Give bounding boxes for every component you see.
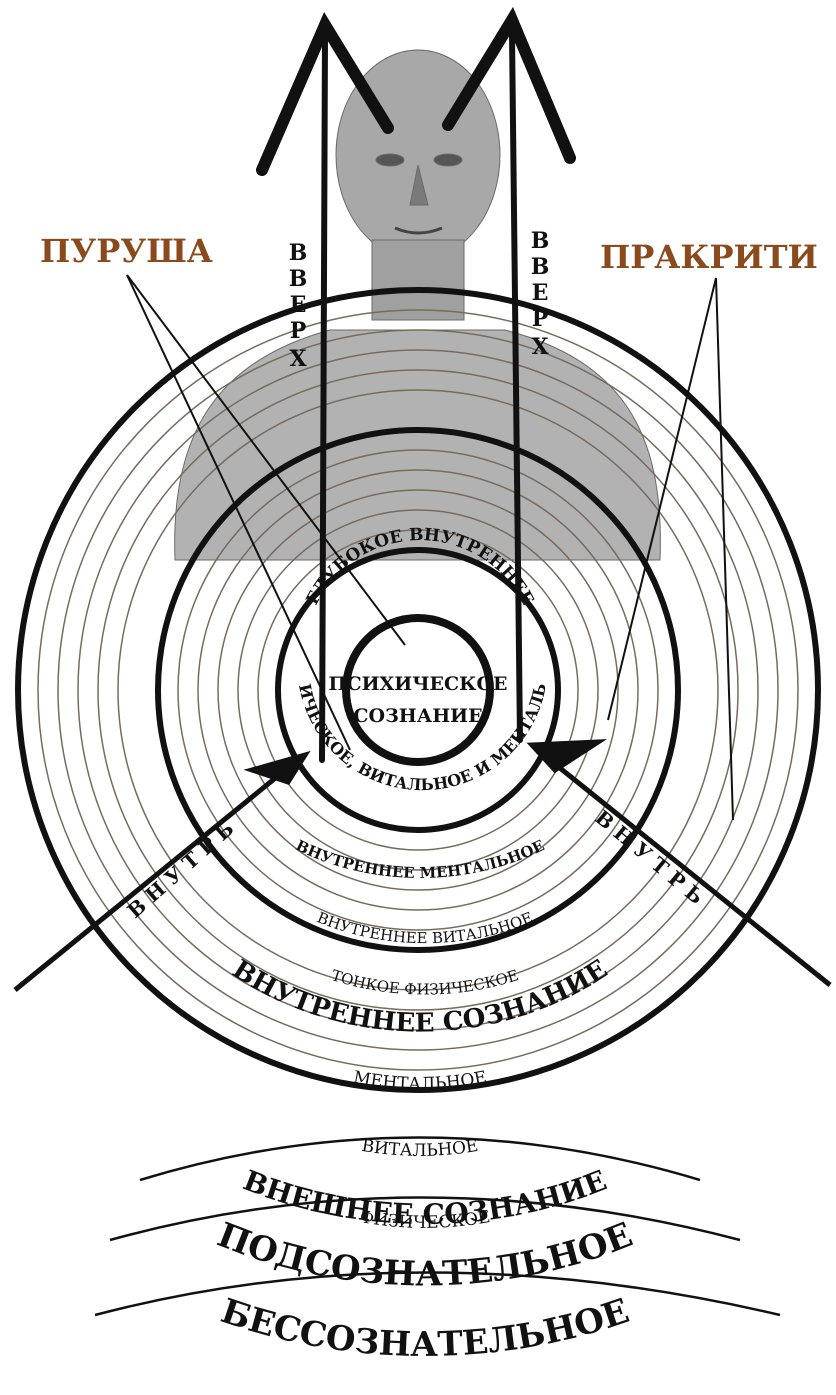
inner-mental-text: ВНУТРЕННЕЕ МЕНТАЛЬНОЕ [293, 836, 547, 882]
purusha-label: ПУРУША [40, 232, 213, 270]
inward-left-label: В Н У Т Р Ь [122, 817, 238, 923]
vital-text: ВИТАЛЬНОЕ [360, 1136, 479, 1161]
prakriti-label: ПРАКРИТИ [600, 238, 818, 276]
up-letter: В [289, 240, 308, 266]
up-label-left: В В Е Р Х [289, 240, 308, 372]
up-letter: Р [290, 318, 307, 344]
subtle-physical-label: ТОНКОЕ ФИЗИЧЕСКОЕ [329, 966, 520, 998]
up-letter: Х [531, 334, 549, 360]
up-letter: Е [290, 292, 307, 318]
mental-label: МЕНТАЛЬНОЕ [352, 1067, 489, 1094]
vital-label: ВИТАЛЬНОЕ [360, 1136, 479, 1161]
psychic-label-line1: ПСИХИЧЕСКОЕ [329, 673, 508, 695]
inner-mental-label: ВНУТРЕННЕЕ МЕНТАЛЬНОЕ [293, 836, 547, 882]
psychic-label-line2: СОЗНАНИЕ [353, 705, 482, 727]
unconscious-label: БЕССОЗНАТЕЛЬНОЕ [216, 1291, 634, 1365]
subtle-physical-text: ТОНКОЕ ФИЗИЧЕСКОЕ [329, 966, 520, 998]
up-letter: В [531, 228, 550, 254]
up-letter: Е [532, 280, 549, 306]
human-figure-icon [175, 50, 661, 560]
mental-text: МЕНТАЛЬНОЕ [352, 1067, 489, 1094]
unconscious-text: БЕССОЗНАТЕЛЬНОЕ [216, 1291, 634, 1365]
up-letter: В [289, 266, 308, 292]
inward-left-text: В Н У Т Р Ь [122, 817, 238, 923]
up-letter: В [531, 254, 550, 280]
up-letter: Р [532, 306, 549, 332]
up-letter: Х [289, 346, 307, 372]
up-label-right: В В Е Р Х [531, 228, 550, 360]
